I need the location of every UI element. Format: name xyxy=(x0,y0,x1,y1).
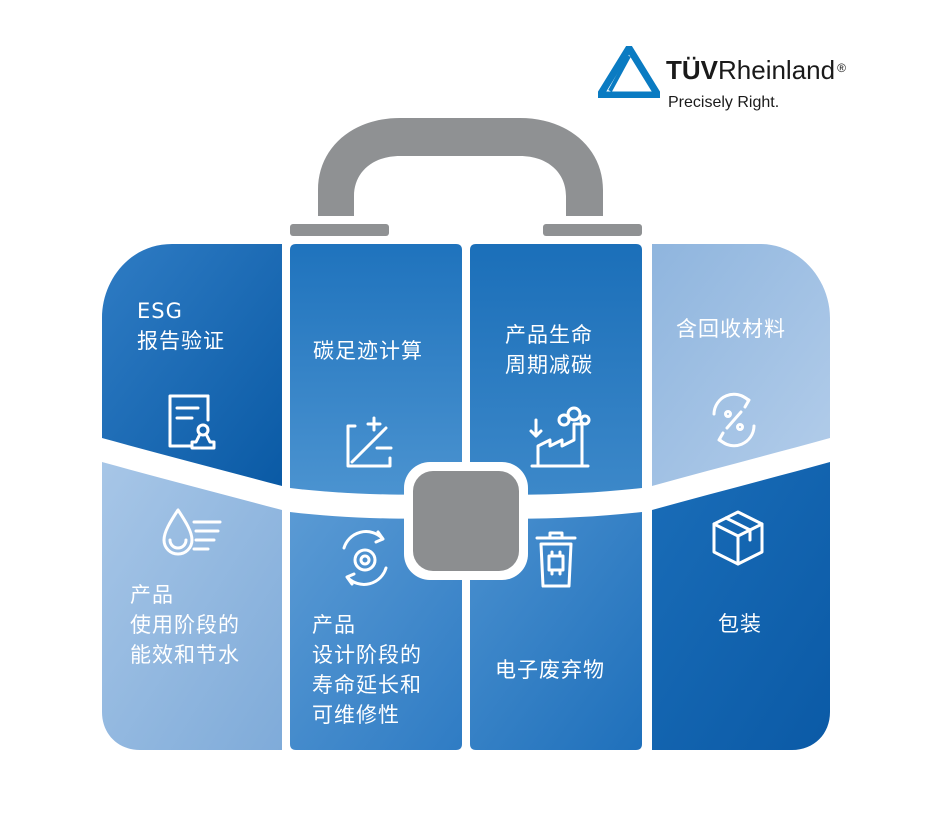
factory-emission-icon xyxy=(529,406,591,468)
tile-packaging[interactable] xyxy=(652,462,830,750)
tile-label-line: 能效和节水 xyxy=(130,643,240,667)
tile-label-line: 电子废弃物 xyxy=(495,658,605,682)
label-packaging: 包装 xyxy=(718,609,762,639)
tile-label-line: 产品 xyxy=(130,583,174,607)
tile-label-line: 寿命延长和 xyxy=(312,673,422,697)
center-lock-inner xyxy=(413,471,519,571)
tile-label-line: 产品生命 xyxy=(505,323,593,347)
tile-carbon-footprint[interactable] xyxy=(290,244,462,495)
report-stamp-icon xyxy=(168,394,216,450)
tile-energy-water[interactable] xyxy=(102,462,282,750)
tuv-logo: TÜVRheinland® Precisely Right. xyxy=(598,46,898,126)
gear-refresh-icon xyxy=(342,530,388,586)
water-drop-icon xyxy=(162,508,222,556)
tile-label-line: 周期减碳 xyxy=(505,353,593,377)
package-box-icon xyxy=(712,510,764,566)
tile-esg[interactable] xyxy=(102,244,282,486)
handle xyxy=(318,118,603,216)
tile-recycled[interactable] xyxy=(652,244,830,486)
handle-foot-left xyxy=(290,224,389,236)
tile-label-line: 使用阶段的 xyxy=(130,613,240,637)
chip-bin-icon xyxy=(535,531,577,588)
label-energy-water: 产品使用阶段的能效和节水 xyxy=(130,580,240,670)
tile-label-line: 可维修性 xyxy=(312,703,400,727)
tile-label-line: 报告验证 xyxy=(137,329,225,353)
tile-label-line: 设计阶段的 xyxy=(312,643,422,667)
brand-tagline: Precisely Right. xyxy=(668,94,780,111)
tile-label-line: 产品 xyxy=(312,613,356,637)
tuv-triangle-icon xyxy=(598,46,660,98)
label-e-waste: 电子废弃物 xyxy=(495,655,605,685)
recycle-percent-icon xyxy=(712,392,756,448)
handle-foot-right xyxy=(543,224,642,236)
plus-minus-chart-icon xyxy=(346,416,393,468)
tile-label-line: ESG xyxy=(137,299,183,323)
tile-label-line: 碳足迹计算 xyxy=(313,339,423,363)
brand-name: TÜVRheinland® xyxy=(666,55,846,85)
tile-label-line: 含回收材料 xyxy=(676,317,786,341)
label-design-life: 产品设计阶段的寿命延长和可维修性 xyxy=(312,610,422,730)
tile-label-line: 包装 xyxy=(718,612,762,636)
label-carbon-footprint: 碳足迹计算 xyxy=(313,336,423,366)
tile-lifecycle[interactable] xyxy=(470,244,642,495)
label-esg: ESG 报告验证 xyxy=(137,296,225,356)
label-lifecycle: 产品生命周期减碳 xyxy=(505,320,593,380)
label-recycled: 含回收材料 xyxy=(676,314,786,344)
